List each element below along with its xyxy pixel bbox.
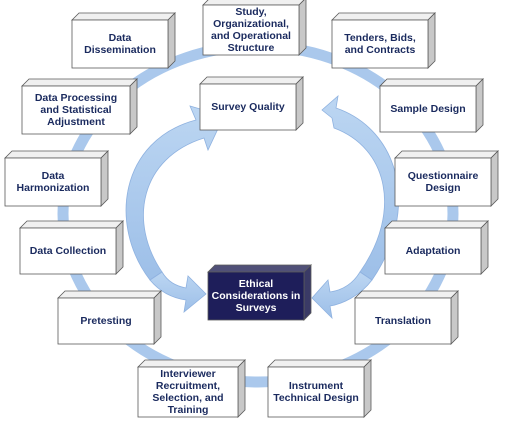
box-side-harmonization <box>100 150 109 207</box>
box-side-adaptation <box>480 220 489 275</box>
box-top-survey_quality <box>199 76 304 85</box>
box-processing <box>21 78 138 135</box>
box-face-instrument <box>267 366 365 418</box>
box-side-sample <box>475 78 484 133</box>
box-side-interviewer <box>237 359 246 418</box>
box-side-processing <box>129 78 138 135</box>
box-top-questionnaire <box>394 150 499 159</box>
arrow-to-survey-quality <box>125 105 225 281</box>
label-processing: Data Processing and Statistical Adjustme… <box>34 92 118 128</box>
label-ethical: Ethical Considerations in Surveys <box>211 278 301 314</box>
box-side-translation <box>450 290 459 345</box>
box-questionnaire <box>394 150 499 207</box>
box-dissemination <box>71 12 176 69</box>
label-tenders: Tenders, Bids, and Contracts <box>344 32 416 56</box>
box-side-collection <box>115 220 124 275</box>
box-top-sample <box>379 78 484 87</box>
box-face-questionnaire <box>394 157 492 207</box>
box-side-dissemination <box>167 12 176 69</box>
box-top-ethical <box>207 264 312 273</box>
box-face-processing <box>21 85 131 135</box>
box-top-dissemination <box>71 12 176 21</box>
box-face-translation <box>354 297 452 345</box>
label-translation: Translation <box>374 315 431 327</box>
box-side-instrument <box>363 359 372 418</box>
box-top-adaptation <box>384 220 489 229</box>
label-questionnaire: Questionnaire Design <box>407 170 479 194</box>
label-sample: Sample Design <box>390 103 466 115</box>
box-face-dissemination <box>71 19 169 69</box>
box-side-study <box>298 0 307 56</box>
label-instrument: Instrument Technical Design <box>273 380 359 404</box>
box-face-survey_quality <box>199 83 297 131</box>
box-face-harmonization <box>4 157 102 207</box>
box-sample <box>379 78 484 133</box>
box-top-pretesting <box>57 290 162 299</box>
label-interviewer: Interviewer Recruitment, Selection, and … <box>152 368 224 416</box>
box-harmonization <box>4 150 109 207</box>
box-study <box>202 0 307 56</box>
label-adaptation: Adaptation <box>405 245 461 257</box>
box-tenders <box>331 12 436 69</box>
box-face-interviewer <box>137 366 239 418</box>
box-face-pretesting <box>57 297 155 345</box>
box-instrument <box>267 359 372 418</box>
label-study: Study, Organizational, and Operational S… <box>211 6 291 54</box>
box-face-ethical <box>207 271 305 321</box>
box-side-pretesting <box>153 290 162 345</box>
box-top-processing <box>21 78 138 87</box>
box-side-ethical <box>303 264 312 321</box>
label-collection: Data Collection <box>29 245 107 257</box>
arrow-to-ethical-right <box>311 271 373 320</box>
box-side-tenders <box>427 12 436 69</box>
box-translation <box>354 290 459 345</box>
box-collection <box>19 220 124 275</box>
box-top-instrument <box>267 359 372 368</box>
box-adaptation <box>384 220 489 275</box>
label-survey_quality: Survey Quality <box>211 101 285 113</box>
box-face-sample <box>379 85 477 133</box>
box-top-tenders <box>331 12 436 21</box>
box-survey_quality <box>199 76 304 131</box>
box-side-survey_quality <box>295 76 304 131</box>
box-top-collection <box>19 220 124 229</box>
box-face-tenders <box>331 19 429 69</box>
box-ethical <box>207 264 312 321</box>
label-pretesting: Pretesting <box>80 315 132 327</box>
box-top-harmonization <box>4 150 109 159</box>
box-top-translation <box>354 290 459 299</box>
arrow-to-ethical-left <box>149 271 207 313</box>
box-face-study <box>202 4 300 56</box>
box-face-adaptation <box>384 227 482 275</box>
box-interviewer <box>137 359 246 418</box>
box-face-collection <box>19 227 117 275</box>
box-pretesting <box>57 290 162 345</box>
box-top-interviewer <box>137 359 246 368</box>
label-dissemination: Data Dissemination <box>84 32 156 56</box>
box-side-questionnaire <box>490 150 499 207</box>
label-harmonization: Data Harmonization <box>16 170 90 194</box>
